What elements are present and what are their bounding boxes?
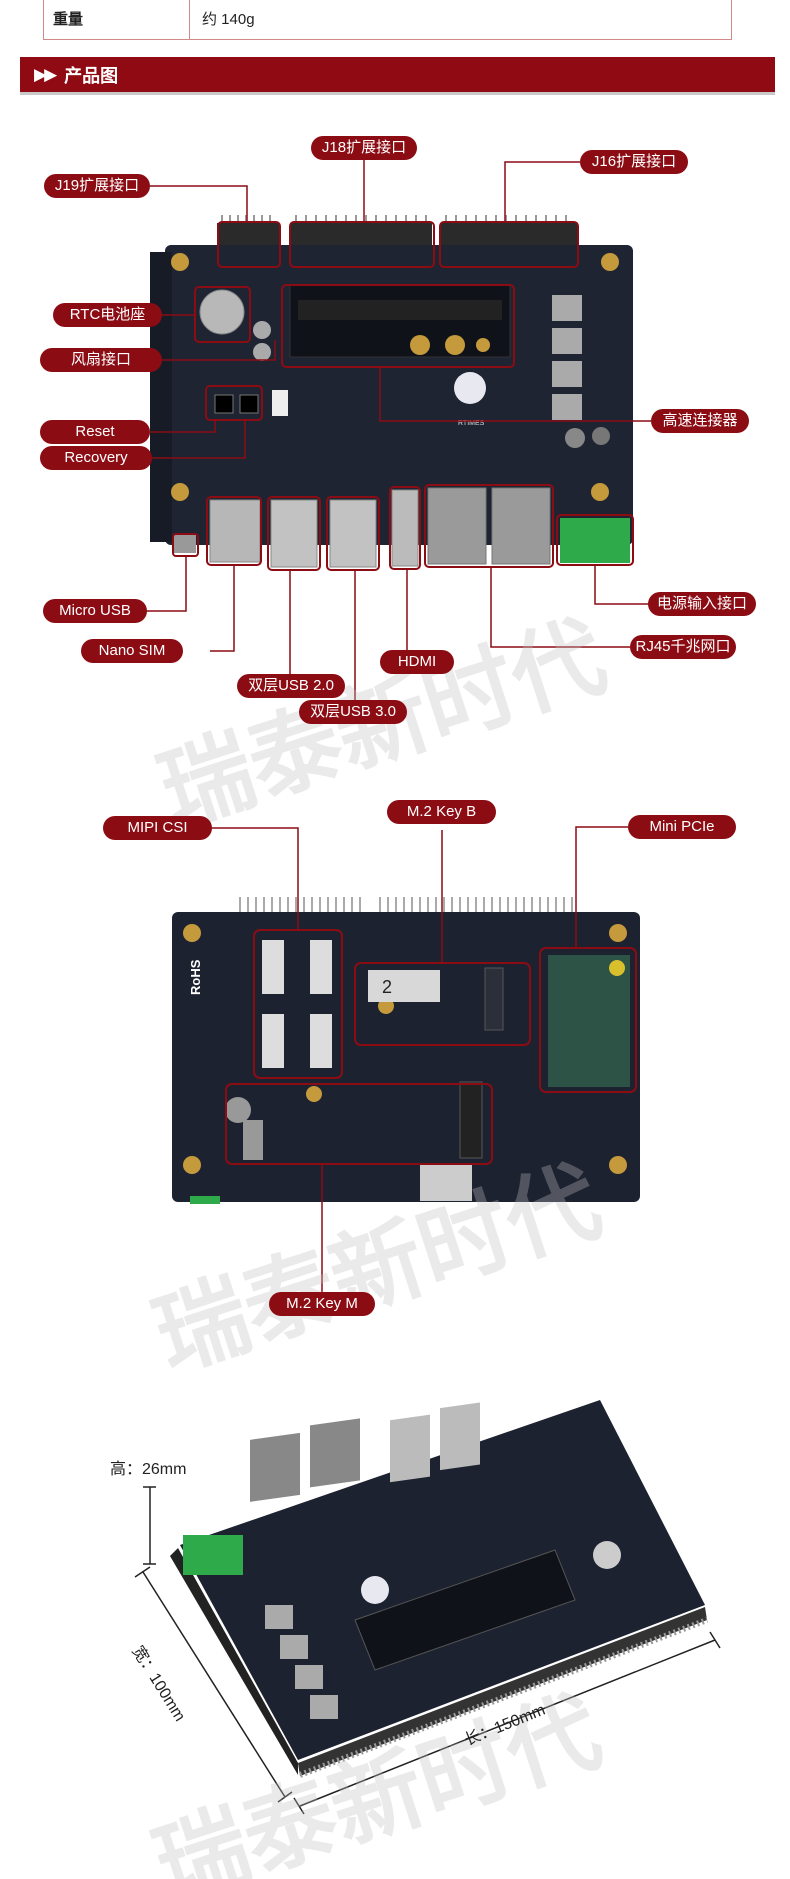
label-rtc: RTC电池座	[53, 303, 162, 327]
pcb-board	[172, 912, 640, 1202]
spec-key: 重量	[44, 0, 190, 39]
label-fan: 风扇接口	[40, 348, 162, 372]
back-board-image: RoHS 2	[172, 826, 640, 1292]
label-nanosim: Nano SIM	[81, 639, 183, 663]
label-hsconn: 高速连接器	[651, 409, 749, 433]
label-hdmi: HDMI	[380, 650, 454, 674]
label-minipcie: Mini PCIe	[628, 815, 736, 839]
label-microusb: Micro USB	[43, 599, 147, 623]
label-recovery: Recovery	[40, 446, 152, 470]
label-j18: J18扩展接口	[311, 136, 417, 160]
label-rj45: RJ45千兆网口	[630, 635, 736, 659]
brand-text: RTIMES	[458, 420, 485, 427]
spec-table-row: 重量 约 140g	[43, 0, 732, 40]
label-reset: Reset	[40, 420, 150, 444]
rtimes-logo-icon	[454, 372, 486, 404]
pin-rows	[221, 215, 567, 223]
label-m2m: M.2 Key M	[269, 1292, 375, 1316]
label-usb20: 双层USB 2.0	[237, 674, 345, 698]
slot-number: 2	[382, 977, 392, 997]
double-arrow-icon: ▶▶	[34, 64, 57, 84]
front-board-image: RTIMES	[132, 160, 658, 713]
angled-board-image	[134, 1400, 721, 1815]
spec-value: 约 140g	[202, 11, 255, 28]
label-j16: J16扩展接口	[580, 150, 688, 174]
label-usb30: 双层USB 3.0	[299, 700, 407, 724]
label-m2b: M.2 Key B	[387, 800, 496, 824]
section-title: 产品图	[64, 65, 119, 86]
label-power: 电源输入接口	[648, 592, 756, 616]
height-dimension: 高：26mm	[110, 1461, 187, 1478]
section-header: ▶▶ 产品图	[20, 57, 775, 95]
rohs-mark: RoHS	[188, 959, 203, 995]
label-mipi: MIPI CSI	[103, 816, 212, 840]
label-j19: J19扩展接口	[44, 174, 150, 198]
dimension-lines	[134, 1486, 721, 1815]
